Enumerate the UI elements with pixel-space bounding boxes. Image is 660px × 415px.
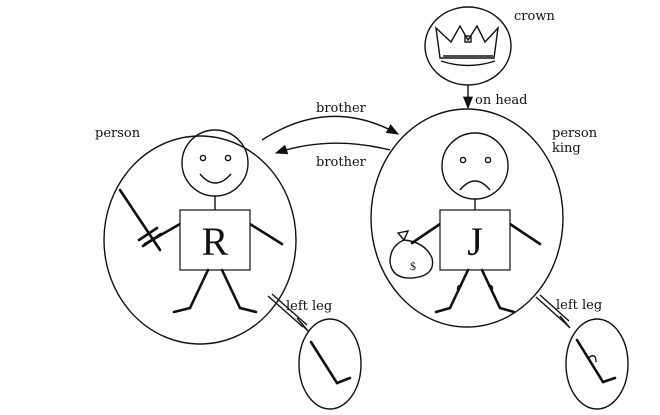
richard-left-leg-ellipse: [298, 318, 362, 410]
brother-label-bottom: brother: [316, 155, 367, 170]
john-head: [441, 132, 509, 200]
john-left-leg-ellipse: [565, 318, 629, 410]
king-label: king: [552, 141, 581, 156]
money-bag-icon: $: [389, 230, 434, 279]
richard-letter: R: [202, 219, 229, 264]
richard-leg-icon: [309, 340, 352, 385]
richard-figure: R: [143, 129, 284, 314]
john-box: [439, 209, 511, 271]
brother-label-top: brother: [316, 101, 367, 116]
john-letter: J: [467, 219, 483, 264]
richard-ellipse: [103, 135, 297, 345]
person-right-label: person: [552, 126, 598, 141]
john-ellipse: [370, 108, 564, 328]
brother-arrow-bottom: [274, 142, 391, 155]
left-leg-label-left: left leg: [286, 299, 332, 314]
crown-label: crown: [514, 9, 555, 24]
richard-box: [179, 209, 251, 271]
person-left-label: person: [95, 126, 141, 141]
left-leg-label-right: left leg: [556, 298, 602, 313]
money-symbol: $: [410, 259, 416, 273]
john-figure: J: [410, 132, 542, 314]
on-head-label: on head: [475, 93, 527, 108]
richard-head: [181, 129, 249, 197]
brother-arrow-top: [261, 115, 400, 141]
sword-icon: [118, 188, 163, 252]
john-leg-icon: [575, 338, 617, 384]
crown-icon: [435, 24, 499, 67]
